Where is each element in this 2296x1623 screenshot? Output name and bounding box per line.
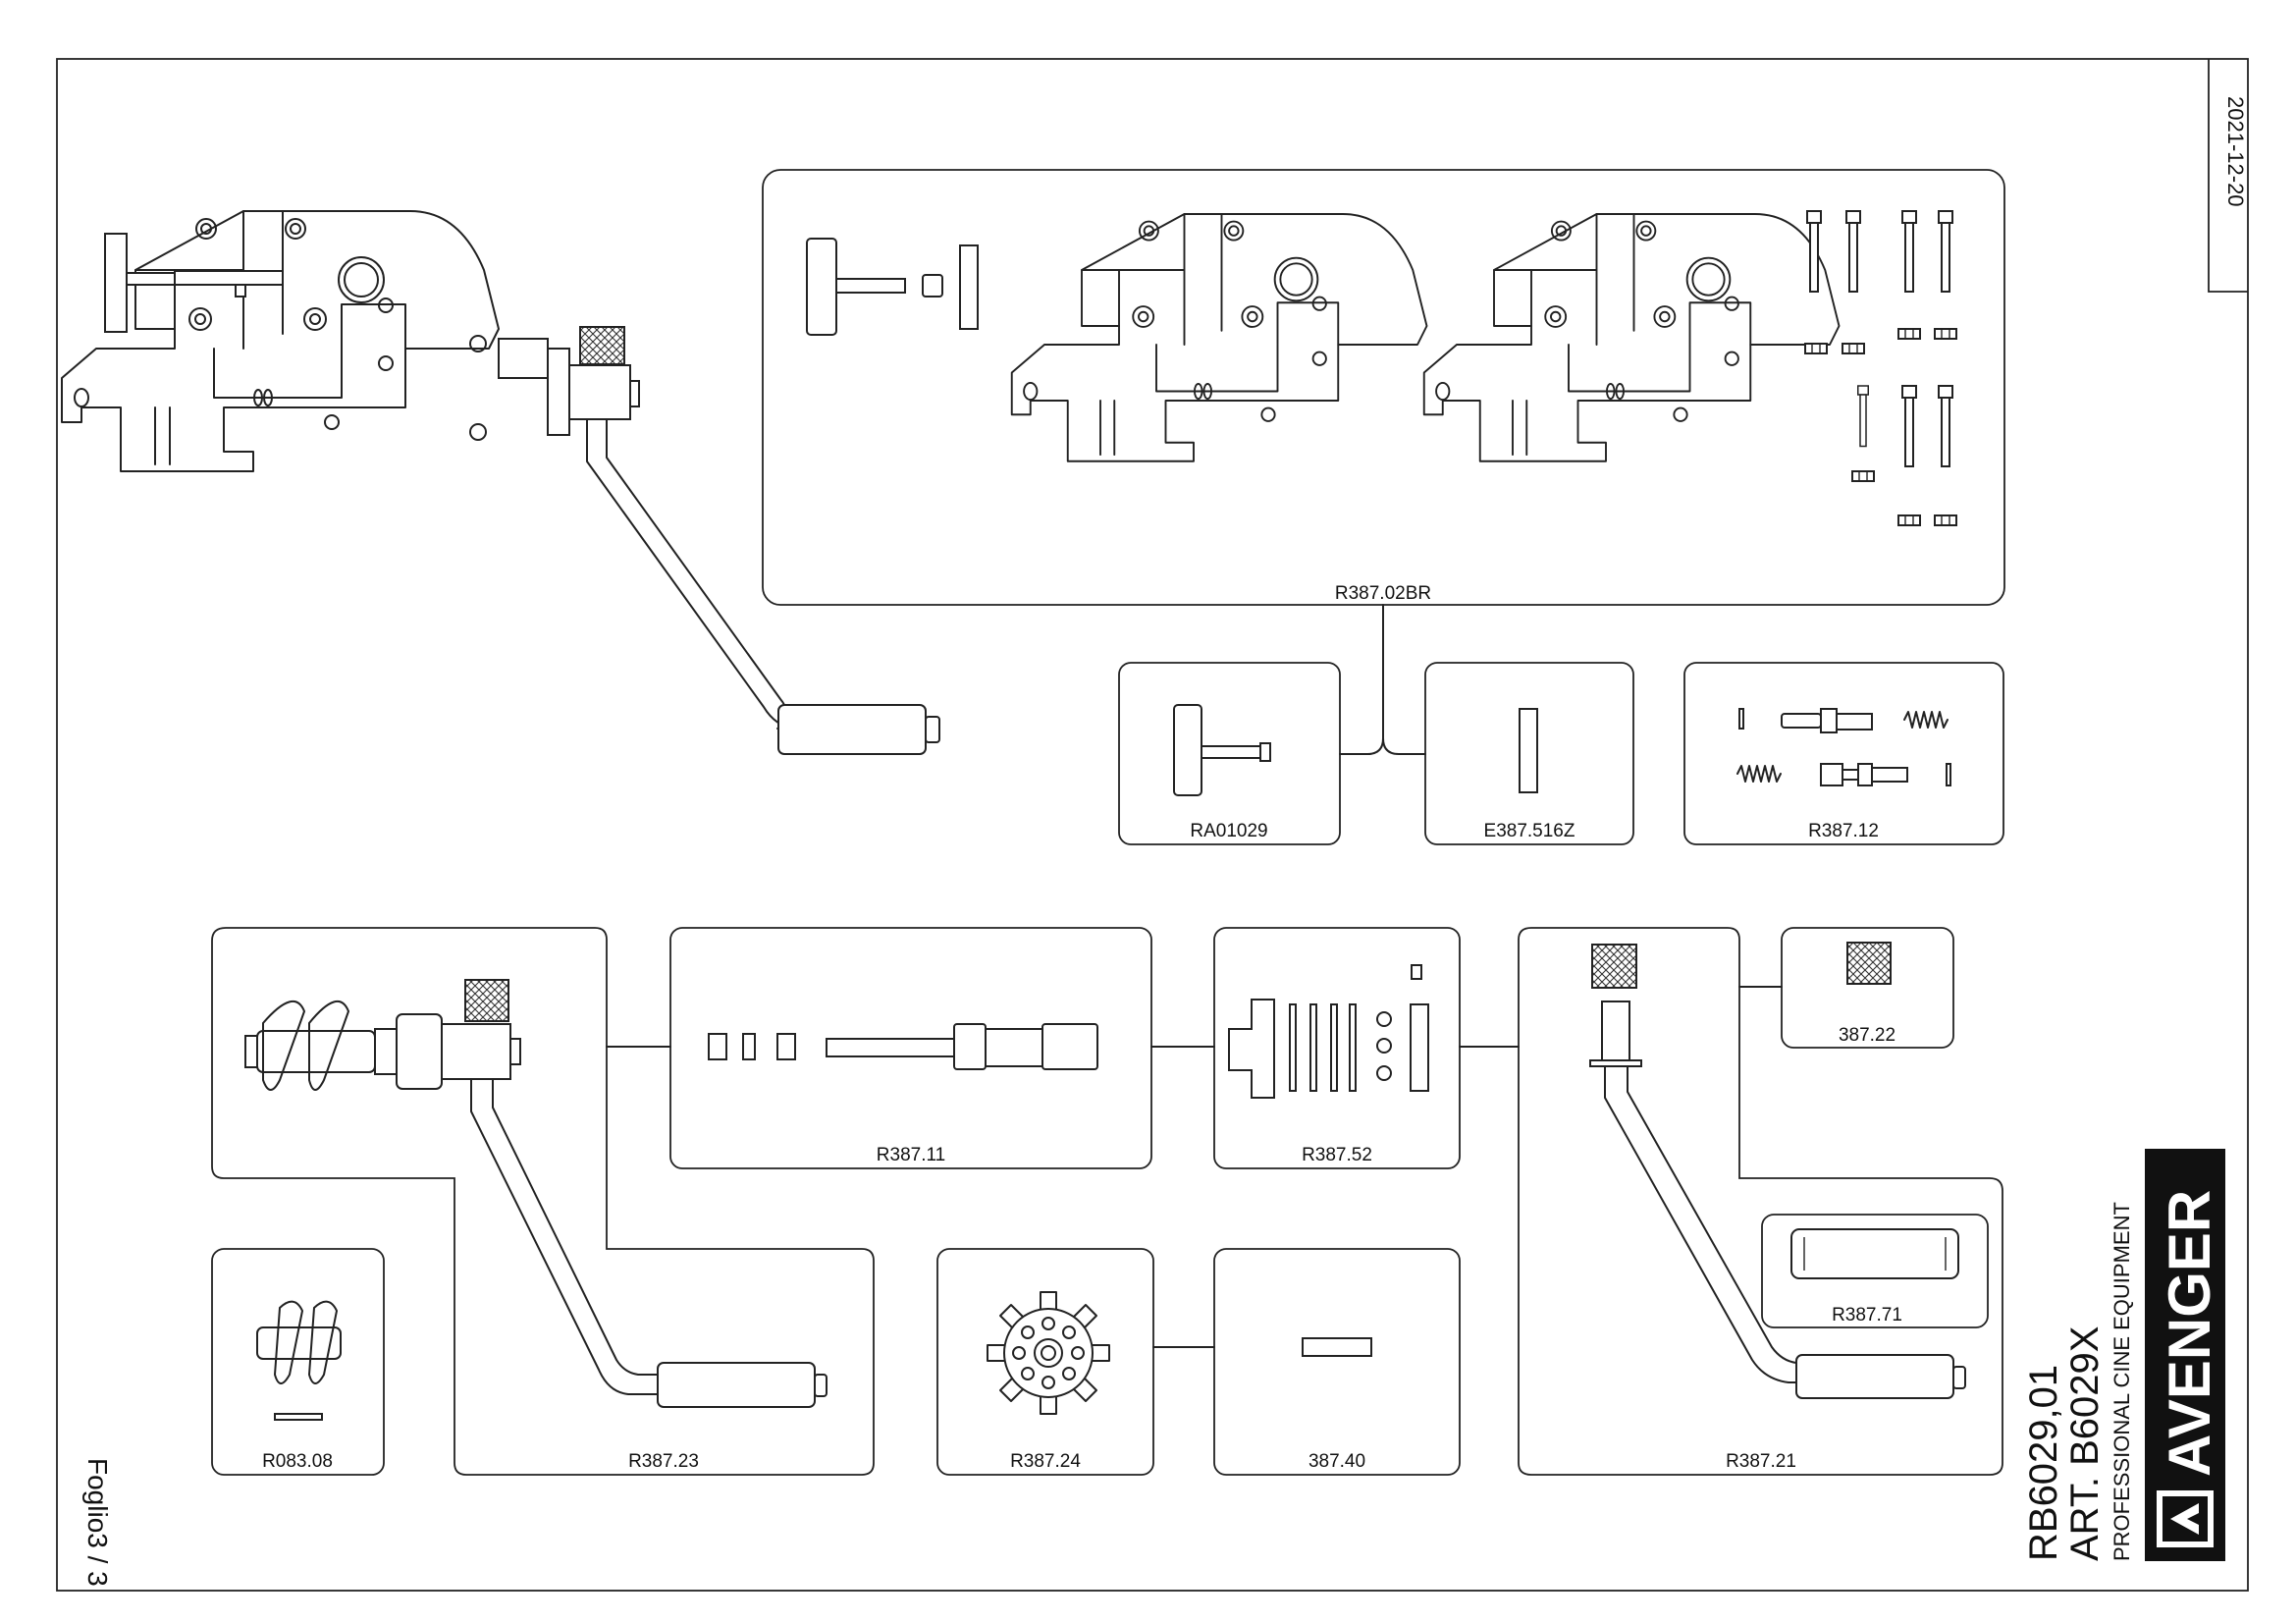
star-wheel-drawing xyxy=(987,1291,1110,1415)
pin-kit-drawing xyxy=(1228,964,1429,1099)
knurled-cap-label: 387.22 xyxy=(1839,1025,1896,1046)
knurled-cap-box xyxy=(1781,927,1954,1049)
title-block: AVENGER PROFESSIONAL CINE EQUIPMENT ART.… xyxy=(2022,1149,2225,1561)
key-label: E387.516Z xyxy=(1484,821,1575,841)
knob-box xyxy=(1118,662,1341,845)
handle-grip-box xyxy=(1761,1214,1989,1328)
crank-arm-drawing xyxy=(1589,944,1966,1399)
crank-assembly-drawing xyxy=(244,979,828,1408)
main-assembly-drawing xyxy=(61,210,940,755)
kit-assembly-label: R387.02BR xyxy=(1335,583,1431,604)
kit-connector xyxy=(1339,604,1426,755)
spring-kit-label: R387.12 xyxy=(1808,821,1879,841)
star-wheel-box xyxy=(936,1248,1154,1476)
knob-drawing xyxy=(1173,704,1271,796)
crank-arm-label: R387.21 xyxy=(1726,1451,1796,1472)
pin-kit-label: R387.52 xyxy=(1302,1145,1372,1165)
article-number: ART. B6029X xyxy=(2063,1326,2107,1561)
shaft-drawing xyxy=(708,1023,1098,1070)
worm-label: R083.08 xyxy=(262,1451,333,1472)
crank-assembly-label: R387.23 xyxy=(628,1451,699,1472)
key-box xyxy=(1424,662,1634,845)
page-indicator: Foglio3 / 3 xyxy=(82,1458,113,1587)
spring-kit-box xyxy=(1683,662,2004,845)
star-wheel-label: R387.24 xyxy=(1010,1451,1081,1472)
knurled-cap-drawing xyxy=(1846,942,1892,985)
handle-grip-label: R387.71 xyxy=(1832,1305,1902,1325)
pin-box xyxy=(1213,1248,1461,1476)
brand-tagline: PROFESSIONAL CINE EQUIPMENT xyxy=(2109,1202,2134,1561)
handle-grip-drawing xyxy=(1790,1228,1959,1279)
crank-assembly-box xyxy=(211,927,875,1476)
spring-kit-drawing xyxy=(1736,708,1951,786)
pin-kit-box xyxy=(1213,927,1461,1169)
key-drawing xyxy=(1519,708,1538,793)
sheet-border xyxy=(56,58,2249,1592)
pin-label: 387.40 xyxy=(1308,1451,1365,1472)
drawing-number: RB6029,01 xyxy=(2022,1365,2065,1561)
shaft-box xyxy=(669,927,1152,1169)
shaft-label: R387.11 xyxy=(877,1145,945,1165)
worm-drawing xyxy=(256,1300,342,1421)
sheet-date: 2021-12-20 xyxy=(2223,96,2248,207)
crank-arm-box xyxy=(1518,927,2003,1476)
avenger-logo-icon xyxy=(2157,1490,2214,1547)
brand-name: AVENGER xyxy=(2157,1190,2222,1477)
worm-box xyxy=(211,1248,385,1476)
date-block xyxy=(2208,59,2248,293)
knob-label: RA01029 xyxy=(1190,821,1267,841)
pin-drawing xyxy=(1302,1337,1372,1357)
kit-assembly-drawing xyxy=(806,210,1957,526)
